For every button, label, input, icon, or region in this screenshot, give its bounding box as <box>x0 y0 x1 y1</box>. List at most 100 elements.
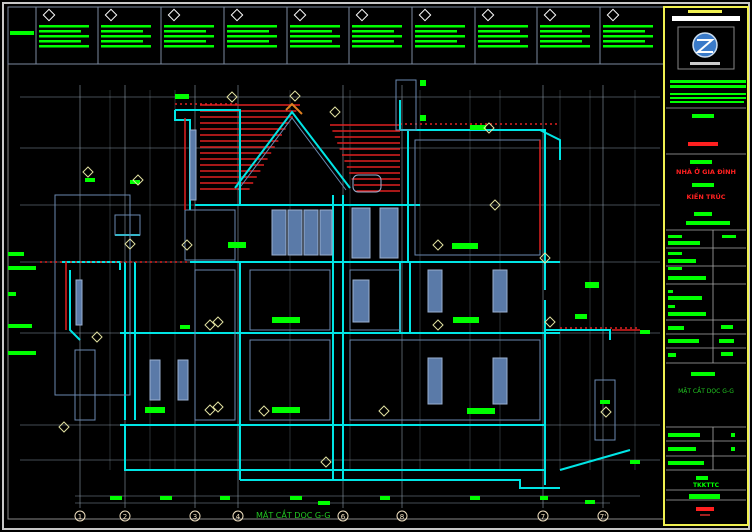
dimension-tag <box>8 252 24 256</box>
title-block: NHÀ Ở GIA ĐÌNH KIẾN TRÚC MẶT CẮT DỌC G-G… <box>663 6 749 526</box>
discipline: KIẾN TRÚC <box>686 191 725 201</box>
dimension-tag <box>180 325 190 329</box>
building-section <box>62 100 631 489</box>
structure-outlines <box>54 79 616 441</box>
level-marker-icon <box>82 166 94 178</box>
note-marker-icon <box>167 8 181 22</box>
dimension-tag <box>600 400 610 404</box>
level-lines <box>20 96 660 504</box>
logo-frame <box>677 26 735 70</box>
level-marker-icon <box>432 319 444 331</box>
note-marker-icon <box>293 8 307 22</box>
dimension-tag <box>420 80 426 86</box>
note-line <box>290 45 340 48</box>
level-marker-icon <box>258 405 270 417</box>
note-line <box>478 40 520 43</box>
note-line <box>478 45 528 48</box>
note-line <box>227 40 269 43</box>
window-opening <box>287 209 303 256</box>
level-marker-icon <box>212 401 224 413</box>
grid-axis-label: 3 <box>193 513 197 521</box>
window-opening <box>427 269 443 313</box>
note-line <box>352 25 402 28</box>
window-opening <box>303 209 319 256</box>
notes-header-tag <box>10 31 34 35</box>
grid-bubble-icon <box>337 510 349 522</box>
note-line <box>227 45 277 48</box>
dimension-tag <box>640 330 650 334</box>
note-line <box>101 40 143 43</box>
note-line <box>290 30 332 33</box>
note-line <box>164 45 214 48</box>
note-line <box>164 30 206 33</box>
level-marker-icon <box>539 252 551 264</box>
notes-band <box>7 6 665 65</box>
note-line <box>39 40 81 43</box>
note-line <box>415 45 465 48</box>
design-phase: TKKTTC <box>693 482 720 489</box>
window-opening <box>351 207 371 259</box>
grid-bubble-icon <box>189 510 201 522</box>
dimension-tag <box>453 317 479 323</box>
note-line <box>540 45 590 48</box>
grid-axis-label: 1 <box>78 513 82 521</box>
window-opening <box>189 129 197 201</box>
level-marker-icon <box>124 238 136 250</box>
note-line <box>478 35 528 38</box>
dimension-tag <box>8 266 36 270</box>
level-marker-icon <box>58 421 70 433</box>
grid-bubble-icon <box>396 510 408 522</box>
dimension-tag <box>8 324 32 328</box>
window-opening <box>352 279 370 323</box>
dimension-tag <box>110 496 122 500</box>
note-marker-icon <box>355 8 369 22</box>
level-markers <box>58 90 612 468</box>
dimension-tag <box>8 351 36 355</box>
note-line <box>101 25 151 28</box>
dimension-tag <box>8 292 16 296</box>
section-title: MẶT CẮT DỌC G-G <box>256 508 330 521</box>
window-opening <box>271 209 287 256</box>
note-line <box>352 35 402 38</box>
window-opening <box>492 269 508 313</box>
grid-bubble-icon <box>597 510 609 522</box>
note-marker-icon <box>230 8 244 22</box>
note-line <box>540 25 590 28</box>
dimension-tag <box>220 496 230 500</box>
note-line <box>478 25 528 28</box>
note-line <box>290 40 332 43</box>
note-line <box>415 25 465 28</box>
title-top-bar <box>688 10 722 13</box>
dimension-tag <box>420 115 426 121</box>
note-line <box>101 45 151 48</box>
window-opening <box>379 207 399 259</box>
dimension-tag <box>467 408 495 414</box>
grid-axis-label: 7 <box>541 513 545 521</box>
note-line <box>603 40 645 43</box>
note-marker-icon <box>481 8 495 22</box>
note-line <box>101 35 151 38</box>
note-line <box>39 45 89 48</box>
grid-axis-label: 2 <box>123 513 127 521</box>
window-opening <box>149 359 161 401</box>
window-opening <box>427 357 443 405</box>
dimension-tags <box>8 80 650 505</box>
note-line <box>164 35 214 38</box>
dimension-tag <box>145 407 165 413</box>
level-marker-icon <box>600 406 612 418</box>
note-line <box>540 35 590 38</box>
grid-axis-label: 4 <box>236 513 241 521</box>
note-line <box>415 40 457 43</box>
level-marker-icon <box>226 91 238 103</box>
level-marker-icon <box>91 331 103 343</box>
note-line <box>415 35 465 38</box>
level-marker-icon <box>212 316 224 328</box>
ridge-cap <box>285 102 303 115</box>
note-marker-icon <box>418 8 432 22</box>
client-tag <box>688 142 718 146</box>
level-marker-icon <box>378 405 390 417</box>
dimension-tag <box>228 242 246 248</box>
note-line <box>227 25 277 28</box>
